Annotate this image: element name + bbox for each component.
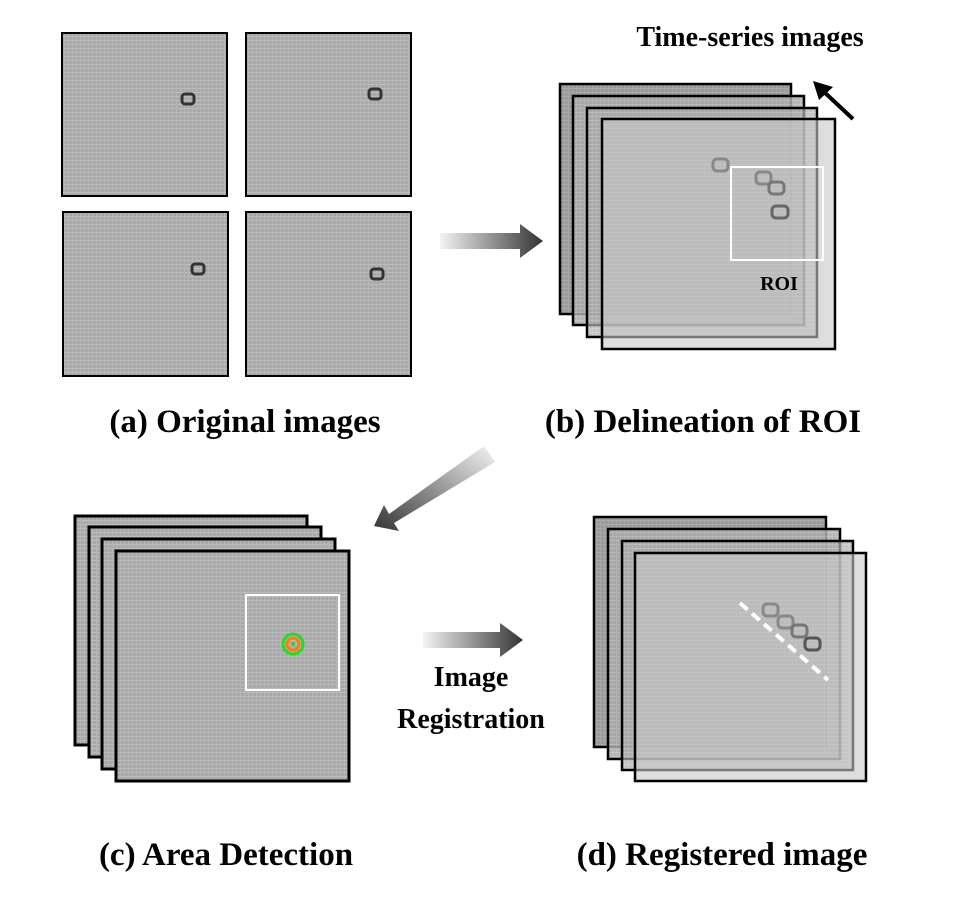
roi-box xyxy=(730,166,824,261)
caption-a: (a) Original images xyxy=(109,404,381,440)
original-image-1 xyxy=(61,32,228,197)
particle-blob xyxy=(369,267,385,281)
particle-blob xyxy=(180,92,196,106)
arrow-right-icon xyxy=(440,224,543,258)
registration-label-line2: Registration xyxy=(397,704,545,735)
roi-box xyxy=(245,594,340,691)
registered-stack xyxy=(592,515,868,783)
area-detection-stack xyxy=(73,514,351,783)
time-series-stack xyxy=(558,81,855,351)
original-image-4 xyxy=(245,211,412,377)
particle-blob xyxy=(190,262,206,276)
roi-label: ROI xyxy=(760,273,798,295)
arrow-right-icon xyxy=(423,623,523,657)
stack-label: Time-series images xyxy=(636,22,864,53)
registration-label-line1: Image xyxy=(433,662,509,693)
original-image-2 xyxy=(245,32,412,197)
caption-c: (c) Area Detection xyxy=(98,837,354,873)
caption-b: (b) Delineation of ROI xyxy=(544,404,862,440)
stack-direction-arrow-icon xyxy=(813,81,833,100)
original-image-3 xyxy=(62,211,229,377)
caption-d: (d) Registered image xyxy=(576,837,868,873)
detected-area-inner xyxy=(285,636,301,652)
original-images xyxy=(61,32,412,377)
arrow-diagonal-icon xyxy=(374,446,495,531)
registration-line xyxy=(738,601,830,682)
detected-area-outer xyxy=(281,632,305,656)
particle-blob xyxy=(367,87,383,101)
